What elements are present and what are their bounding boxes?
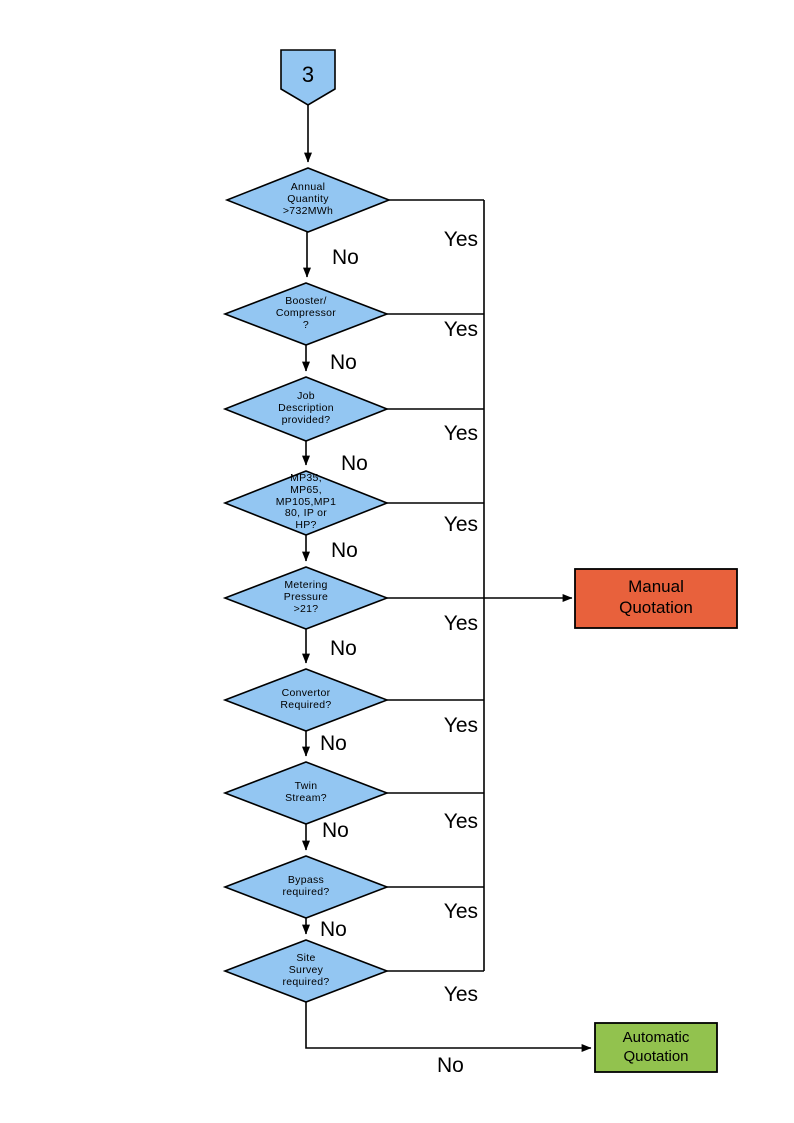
edge-label-no-convertor-required: No	[320, 732, 347, 755]
terminal-manual-quotation-shape[interactable]	[574, 568, 738, 629]
edge-label-no-metering-pressure: No	[330, 637, 357, 660]
edge-label-yes-bypass-required: Yes	[443, 900, 478, 923]
edge-label-no-twin-stream: No	[322, 819, 349, 842]
decision-convertor-required-shape[interactable]	[222, 668, 390, 732]
decision-booster-compressor-shape[interactable]	[222, 282, 390, 346]
edge-no-site-survey-to-automatic	[305, 1002, 592, 1052]
edge-label-no-job-description: No	[341, 452, 368, 475]
decision-meter-type-shape[interactable]	[222, 470, 390, 536]
edge-label-no-annual-quantity: No	[332, 246, 359, 269]
edge-label-yes-job-description: Yes	[443, 422, 478, 445]
edge-label-yes-site-survey: Yes	[443, 983, 478, 1006]
edge-label-no-site-survey-final: No	[437, 1054, 464, 1077]
decision-annual-quantity-shape[interactable]	[224, 167, 392, 233]
edge-label-yes-metering-pressure: Yes	[443, 612, 478, 635]
decision-bypass-required-shape[interactable]	[222, 855, 390, 919]
edge-label-yes-booster-compressor: Yes	[443, 318, 478, 341]
edge-label-no-meter-type: No	[331, 539, 358, 562]
decision-site-survey-shape[interactable]	[222, 939, 390, 1003]
edge-label-no-booster-compressor: No	[330, 351, 357, 374]
edge-label-yes-meter-type: Yes	[443, 513, 478, 536]
decision-twin-stream-shape[interactable]	[222, 761, 390, 825]
edge-label-yes-twin-stream: Yes	[443, 810, 478, 833]
edge-label-no-bypass-required: No	[320, 918, 347, 941]
edge-label-yes-convertor-required: Yes	[443, 714, 478, 737]
start-connector-shape[interactable]	[280, 49, 336, 106]
decision-metering-pressure-shape[interactable]	[222, 566, 390, 630]
edge-label-yes-annual-quantity: Yes	[443, 228, 478, 251]
decision-job-description-shape[interactable]	[222, 376, 390, 442]
terminal-automatic-quotation-shape[interactable]	[594, 1022, 718, 1073]
